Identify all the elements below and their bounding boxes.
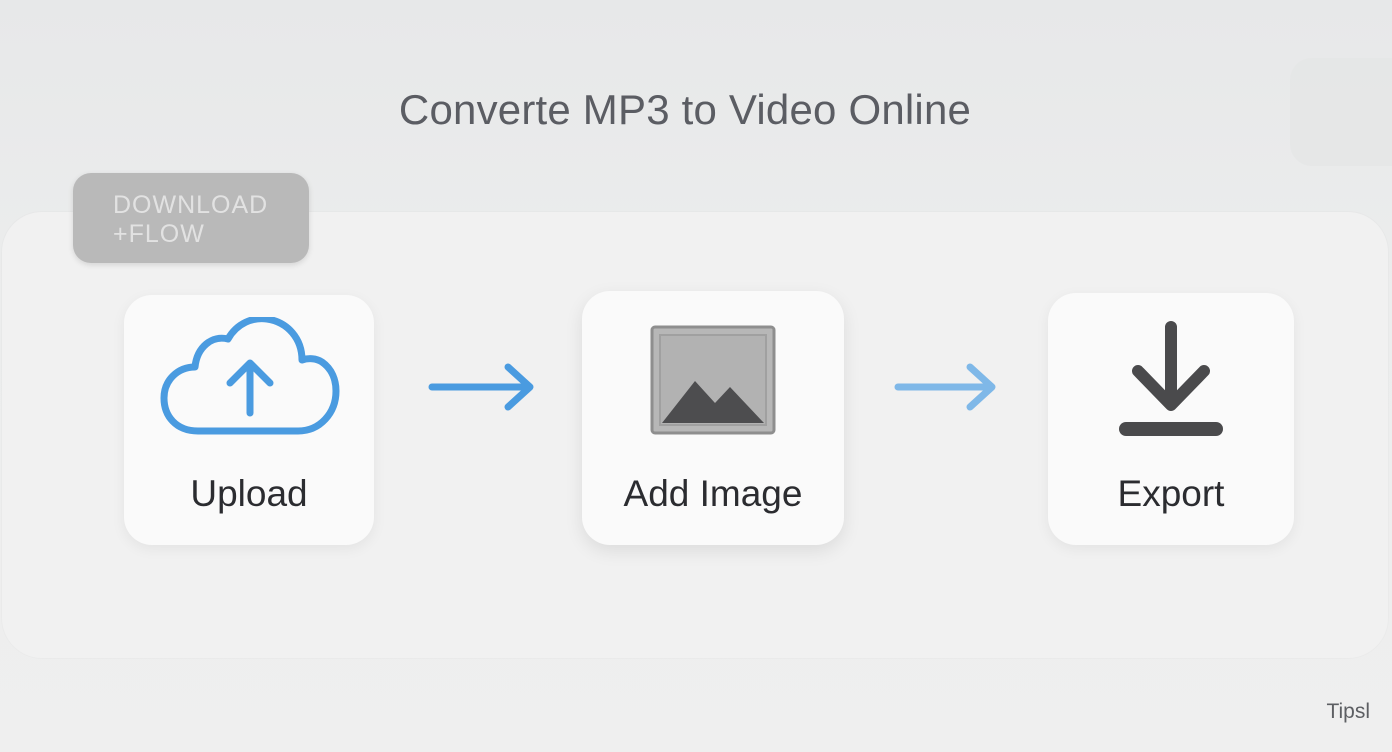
image-icon xyxy=(650,325,776,435)
arrow-right-icon xyxy=(894,363,996,411)
export-step-label: Export xyxy=(1117,473,1225,514)
upload-step-label: Upload xyxy=(190,473,308,514)
arrow-right-icon xyxy=(428,363,534,411)
tips-link[interactable]: Tipsl xyxy=(1326,700,1370,723)
cloud-upload-icon xyxy=(160,317,340,435)
add-image-step-label: Add Image xyxy=(623,473,803,514)
corner-panel xyxy=(1290,58,1392,166)
page-title: Converte MP3 to Video Online xyxy=(398,86,972,133)
download-flow-badge[interactable]: DOWNLOAD +FLOW xyxy=(73,173,309,263)
add-image-step-card[interactable]: Add Image xyxy=(582,291,844,545)
download-icon xyxy=(1119,321,1223,436)
export-step-card[interactable]: Export xyxy=(1048,293,1294,545)
badge-line-2: +FLOW xyxy=(113,220,205,248)
badge-line-1: DOWNLOAD xyxy=(113,191,269,219)
upload-step-card[interactable]: Upload xyxy=(124,295,374,545)
